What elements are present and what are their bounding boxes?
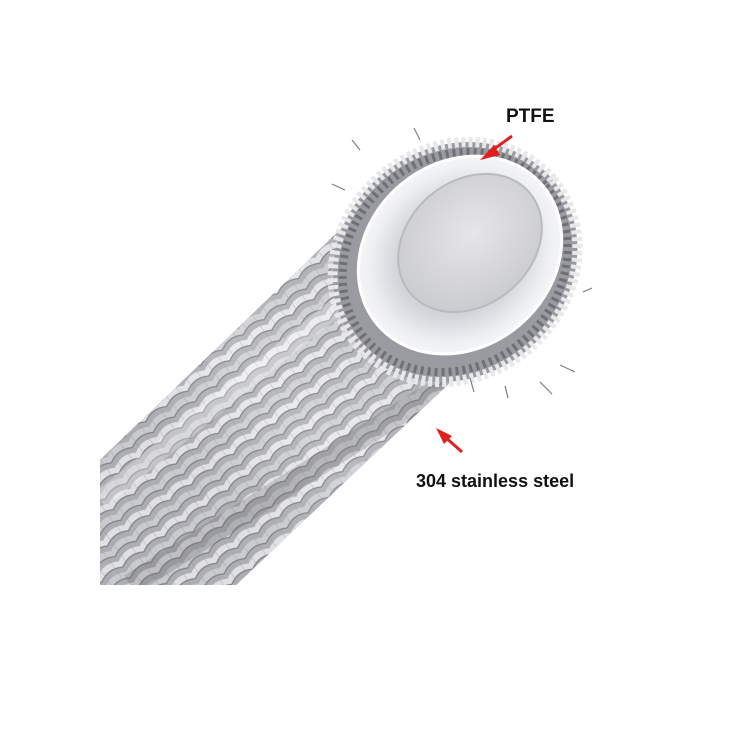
steel-arrow	[436, 428, 463, 454]
ptfe-arrow	[480, 134, 513, 160]
ptfe-label: PTFE	[506, 106, 555, 127]
stainless-steel-label: 304 stainless steel	[416, 471, 575, 491]
hose-bore	[397, 172, 543, 314]
frayed-wires	[331, 127, 593, 399]
